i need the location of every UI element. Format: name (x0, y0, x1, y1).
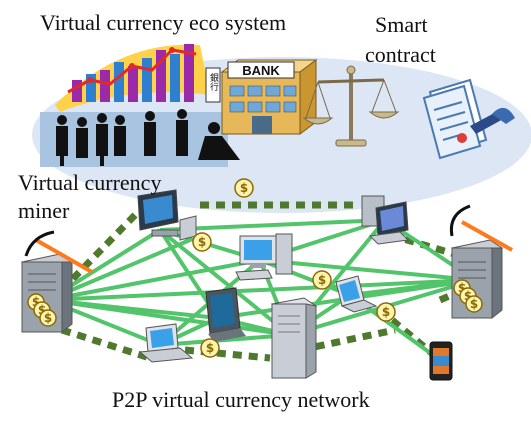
laptop-icon (138, 323, 194, 363)
coin-icon: $ (200, 338, 220, 358)
miner-label-line2: miner (18, 198, 70, 223)
bar-chart-icon (55, 44, 210, 112)
svg-text:$: $ (382, 305, 390, 319)
desktop-pc-icon (137, 189, 197, 241)
business-people-icon (40, 109, 240, 167)
svg-text:$: $ (240, 181, 248, 195)
contract-document-icon (422, 78, 515, 160)
coin-icon: $ (465, 295, 483, 313)
laptop-icon (335, 275, 378, 313)
svg-text:$: $ (206, 341, 214, 355)
svg-text:$: $ (458, 281, 466, 295)
svg-text:$: $ (38, 303, 46, 317)
bank-kanji: 銀行 (208, 72, 219, 92)
pickaxe-icon (24, 230, 93, 274)
svg-text:$: $ (318, 273, 326, 287)
desktop-pc-icon (361, 195, 410, 245)
smart-contract-label-line2: contract (365, 42, 436, 67)
network-caption: P2P virtual currency network (112, 387, 370, 412)
tablet-icon (205, 287, 246, 342)
desktop-pc-icon (235, 233, 293, 281)
bank-sign: BANK (242, 63, 280, 78)
coin-icon: $ (234, 178, 254, 198)
scales-icon (302, 65, 400, 147)
pickaxe-icon (449, 204, 513, 252)
coin-icon: $ (312, 270, 332, 290)
svg-text:$: $ (470, 297, 478, 311)
bank-building-icon: BANK 銀行 (205, 59, 318, 135)
eco-system-title: Virtual currency eco system (40, 10, 287, 35)
svg-text:$: $ (198, 235, 206, 249)
coin-icon: $ (192, 232, 212, 252)
svg-text:$: $ (464, 289, 472, 303)
coin-icon: $ (376, 302, 396, 322)
svg-text:$: $ (32, 295, 40, 309)
server-icon (270, 297, 318, 379)
coin-icon: $ (39, 309, 57, 327)
miner-label-line1: Virtual currency (18, 170, 162, 195)
coins: $ $ $ $ $ $ $ (27, 178, 483, 358)
svg-text:$: $ (44, 311, 52, 325)
smart-contract-label-line1: Smart (375, 12, 428, 37)
smartphone-icon (429, 341, 453, 381)
